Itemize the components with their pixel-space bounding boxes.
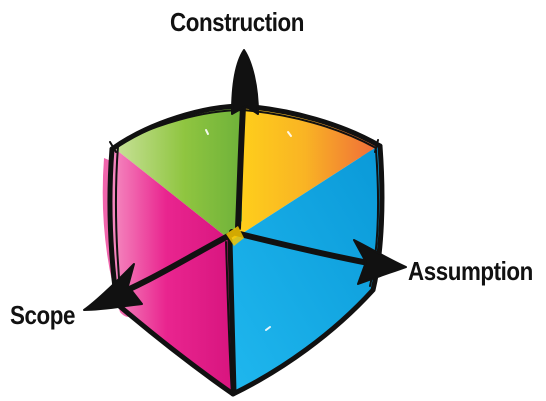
assumption-label: Assumption [408,256,533,287]
scope-label: Scope [10,300,75,331]
construction-arrowhead [232,50,258,114]
construction-label: Construction [170,7,304,38]
